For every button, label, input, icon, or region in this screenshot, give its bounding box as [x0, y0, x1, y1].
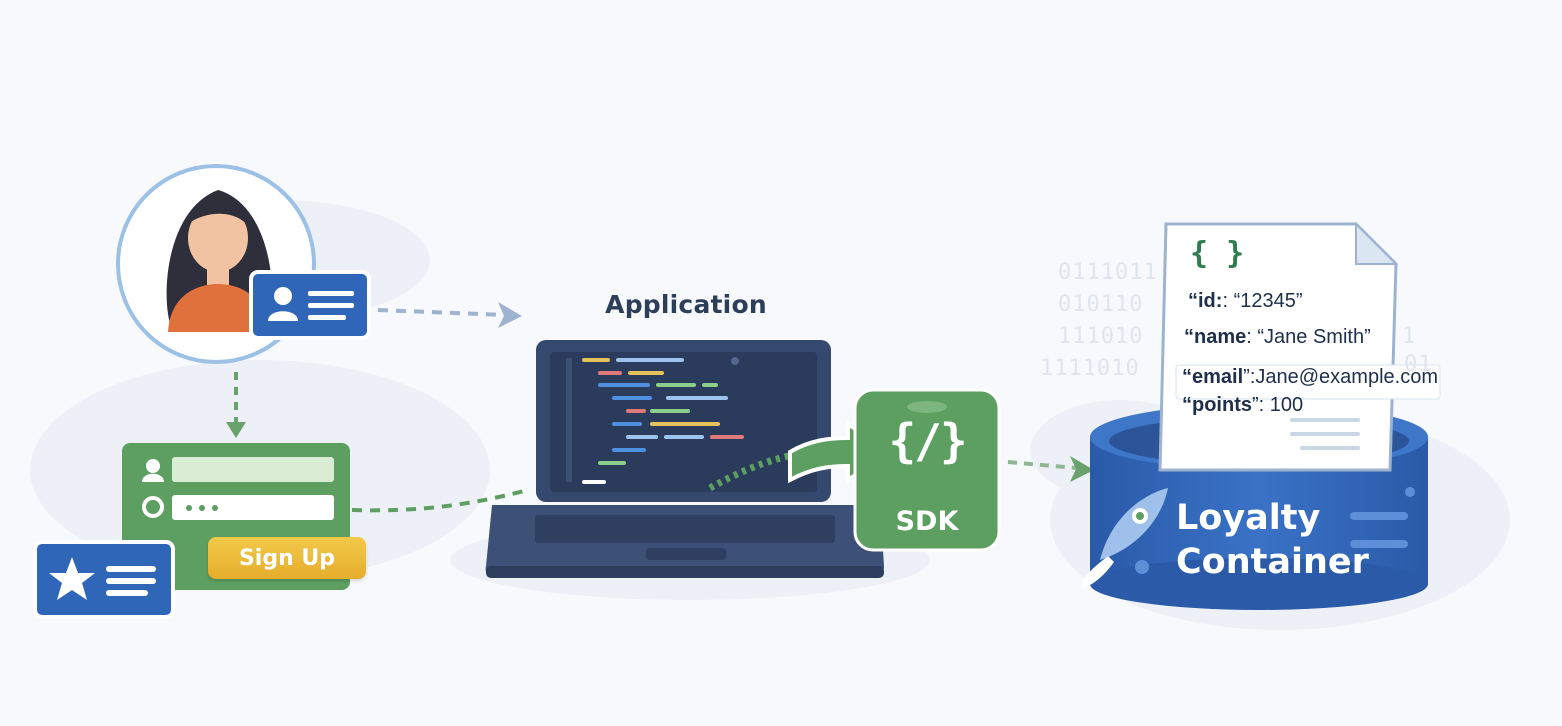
code-lines	[566, 358, 744, 484]
id-card-icon	[249, 270, 371, 340]
json-field-name: “name: “Jane Smith”	[1184, 326, 1371, 349]
json-value: 100	[1269, 394, 1304, 416]
json-key: “points	[1182, 394, 1252, 416]
code-brackets-icon: {/}	[888, 414, 967, 468]
json-key: “id:	[1188, 290, 1223, 312]
json-key: “name	[1184, 326, 1247, 348]
json-field-id: “id:: “12345”	[1188, 290, 1303, 313]
json-value: “12345”	[1233, 290, 1303, 312]
json-brace: { }	[1190, 236, 1245, 271]
json-value: “Jane Smith”	[1257, 326, 1371, 348]
container-label-line: Container	[1176, 542, 1369, 582]
container-label-line: Loyalty	[1176, 498, 1321, 538]
arrow-down-icon	[226, 422, 246, 438]
arrow-form-to-laptop	[351, 488, 529, 513]
json-separator: :	[1222, 290, 1234, 312]
json-field-points: “points”: 100	[1182, 394, 1303, 417]
sdk-tile	[853, 388, 1001, 552]
json-separator: ”:	[1252, 394, 1270, 416]
loyalty-card-icon	[33, 540, 175, 619]
json-document	[1158, 221, 1441, 472]
binary-row: 0111011	[1058, 260, 1158, 285]
binary-row: 1111010	[1040, 356, 1140, 381]
binary-row: 1	[1402, 324, 1417, 349]
json-field-email: “email”:Jane@example.com	[1182, 366, 1438, 389]
arrow-to-container	[1007, 460, 1077, 470]
arrow-head-icon	[1070, 456, 1094, 482]
sdk-label: SDK	[895, 506, 959, 537]
signup-button[interactable]: Sign Up	[208, 537, 366, 579]
binary-row: 111010	[1058, 324, 1144, 349]
json-value: Jane@example.com	[1255, 366, 1438, 388]
container-label: Loyalty Container	[1176, 496, 1376, 584]
rocket-icon	[1081, 488, 1168, 588]
application-title: Application	[605, 290, 767, 319]
laptop-icon	[485, 340, 884, 578]
json-separator: :	[1246, 326, 1258, 348]
binary-row: 010110	[1058, 292, 1144, 317]
json-key: “email	[1182, 366, 1244, 388]
star-icon	[49, 557, 95, 600]
arrow-head-icon	[498, 302, 522, 328]
swoosh-dashes	[708, 446, 841, 492]
json-separator: ”:	[1243, 366, 1256, 388]
binary-row: 01	[1404, 352, 1433, 377]
arrow-to-application	[377, 308, 507, 317]
